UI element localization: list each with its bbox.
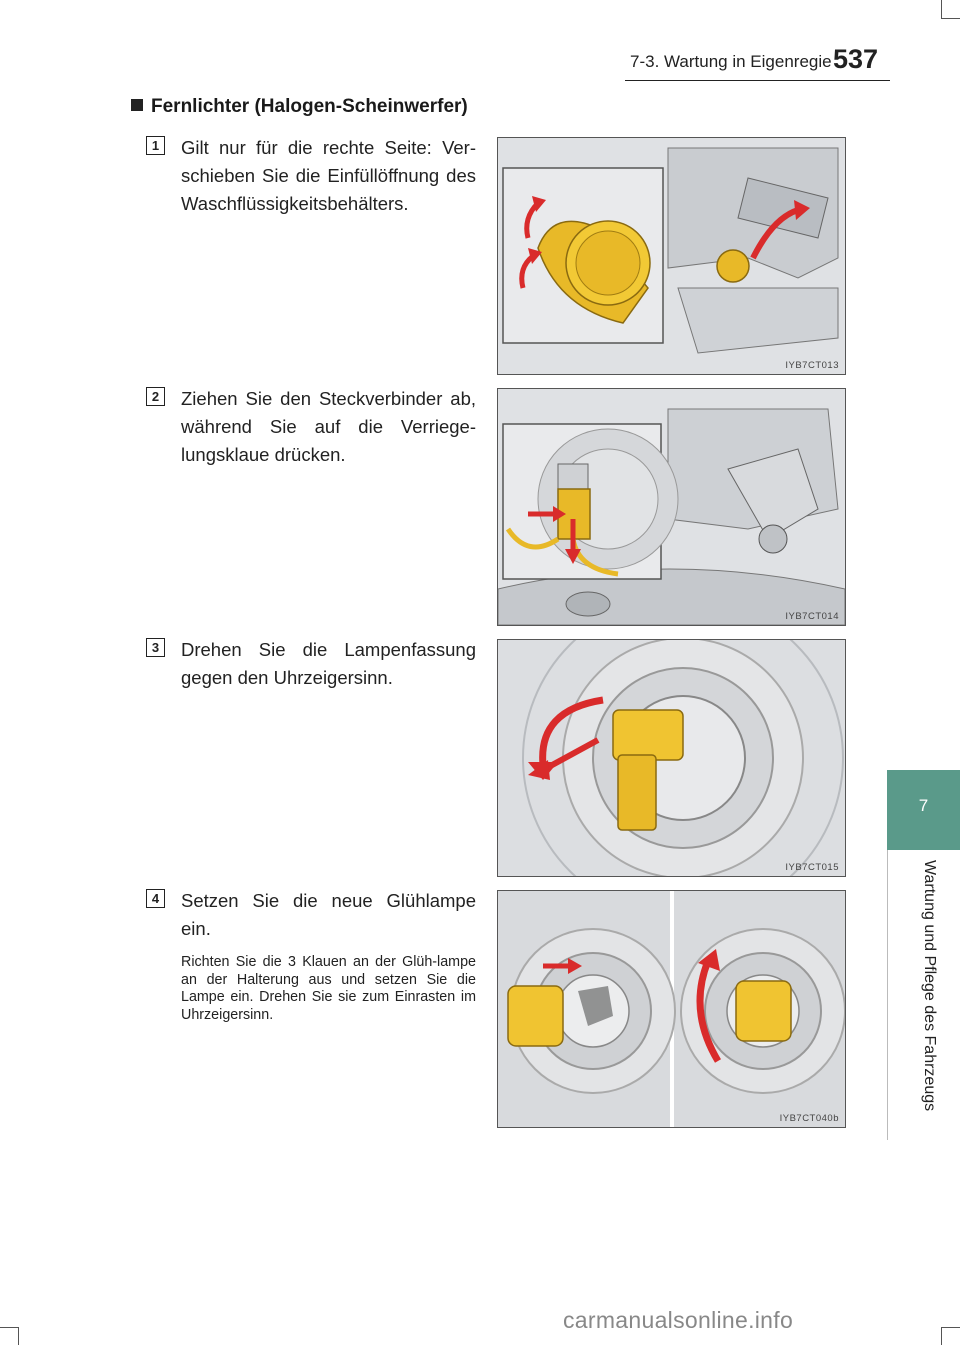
square-bullet-icon	[131, 99, 143, 111]
connector-illustration	[498, 389, 845, 625]
chapter-number: 7	[918, 796, 929, 815]
figure-code-4: IYB7CT040b	[779, 1113, 839, 1124]
section-heading-text: Fernlichter (Halogen-Scheinwerfer)	[151, 96, 468, 117]
step-text-4: Setzen Sie die neue Glühlampe ein.	[181, 890, 476, 939]
page-number: 537	[833, 44, 879, 74]
step-text-2: Ziehen Sie den Steckverbinder ab, währen…	[181, 388, 476, 465]
figure-step-1: IYB7CT013	[497, 137, 846, 375]
chapter-title: Wartung und Pflege des Fahrzeugs	[921, 860, 938, 1112]
lamp-socket-illustration	[498, 640, 845, 876]
figure-code-2: IYB7CT014	[785, 611, 839, 622]
step-text-3: Drehen Sie die Lampenfassung gegen den U…	[181, 639, 476, 688]
figure-step-3: IYB7CT015	[497, 639, 846, 877]
figure-step-4: IYB7CT040b	[497, 890, 846, 1128]
header-rule	[625, 80, 890, 81]
step-badge-4: 4	[146, 889, 165, 908]
washer-filler-illustration	[498, 138, 845, 374]
step-text-1: Gilt nur für die rechte Seite: Ver-schie…	[181, 137, 476, 214]
section-heading: Fernlichter (Halogen-Scheinwerfer)	[131, 96, 468, 118]
chapter-tab: 7	[887, 770, 960, 850]
step-badge-1: 1	[146, 136, 165, 155]
figure-step-2: IYB7CT014	[497, 388, 846, 626]
figure-code-3: IYB7CT015	[785, 862, 839, 873]
bulb-install-illustration	[498, 891, 845, 1127]
step-note-4: Richten Sie die 3 Klauen an der Glüh-lam…	[181, 954, 476, 1023]
header-title: 7-3. Wartung in Eigenregie	[630, 52, 832, 71]
step-badge-2: 2	[146, 387, 165, 406]
figure-code-1: IYB7CT013	[785, 360, 839, 371]
step-badge-3: 3	[146, 638, 165, 657]
side-divider	[887, 850, 888, 1140]
watermark: carmanualsonline.info	[563, 1307, 794, 1333]
